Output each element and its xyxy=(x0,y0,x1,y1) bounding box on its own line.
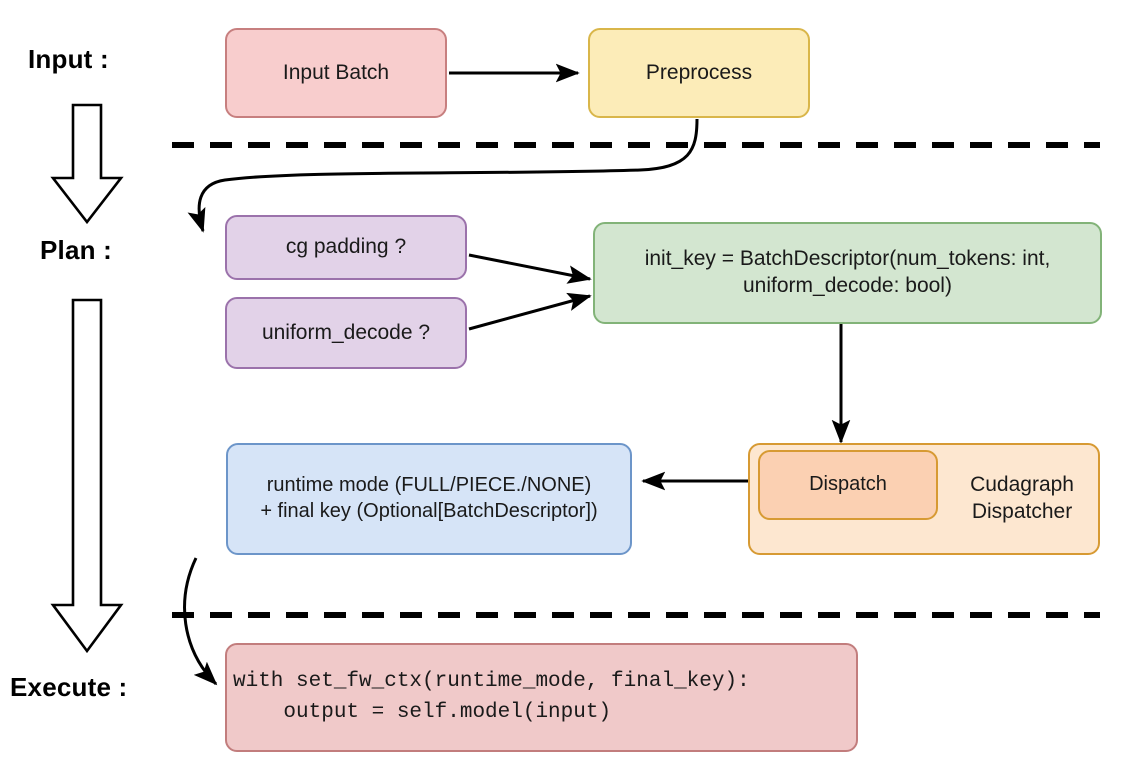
node-runtime-mode-label: runtime mode (FULL/PIECE./NONE) + final … xyxy=(260,474,598,522)
node-cg-padding[interactable]: cg padding ? xyxy=(225,215,467,280)
stage-label-execute: Execute : xyxy=(10,672,128,702)
node-runtime-mode[interactable]: runtime mode (FULL/PIECE./NONE) + final … xyxy=(226,443,632,555)
node-execute-code[interactable]: with set_fw_ctx(runtime_mode, final_key)… xyxy=(225,643,858,752)
connector-runtime-mode-to-execute-code xyxy=(183,557,218,686)
node-init-key-label: init_key = BatchDescriptor(num_tokens: i… xyxy=(644,247,1051,297)
node-uniform-decode[interactable]: uniform_decode ? xyxy=(225,297,467,369)
connector-cg-padding-to-init-key xyxy=(468,253,592,284)
connector-uniform-decode-to-init-key xyxy=(468,292,592,331)
node-input-batch-label: Input Batch xyxy=(282,60,390,84)
node-uniform-decode-label: uniform_decode ? xyxy=(261,320,431,344)
stage-label-input: Input : xyxy=(28,44,109,74)
node-cg-padding-label: cg padding ? xyxy=(285,235,407,259)
node-preprocess-label: Preprocess xyxy=(645,60,753,84)
node-preprocess[interactable]: Preprocess xyxy=(588,28,810,118)
down-block-arrow-icon-1 xyxy=(50,103,124,225)
node-init-key[interactable]: init_key = BatchDescriptor(num_tokens: i… xyxy=(593,222,1102,324)
node-cudagraph-dispatcher-label: Cudagraph Dispatcher xyxy=(970,473,1074,523)
node-input-batch[interactable]: Input Batch xyxy=(225,28,447,118)
node-dispatch[interactable]: Dispatch xyxy=(758,450,938,520)
down-block-arrow-icon-2 xyxy=(50,298,124,654)
connector-preprocess-to-cg-padding xyxy=(187,118,699,233)
stage-label-plan: Plan : xyxy=(40,235,112,265)
node-execute-code-label: with set_fw_ctx(runtime_mode, final_key)… xyxy=(233,670,750,724)
node-dispatch-label: Dispatch xyxy=(809,473,887,496)
